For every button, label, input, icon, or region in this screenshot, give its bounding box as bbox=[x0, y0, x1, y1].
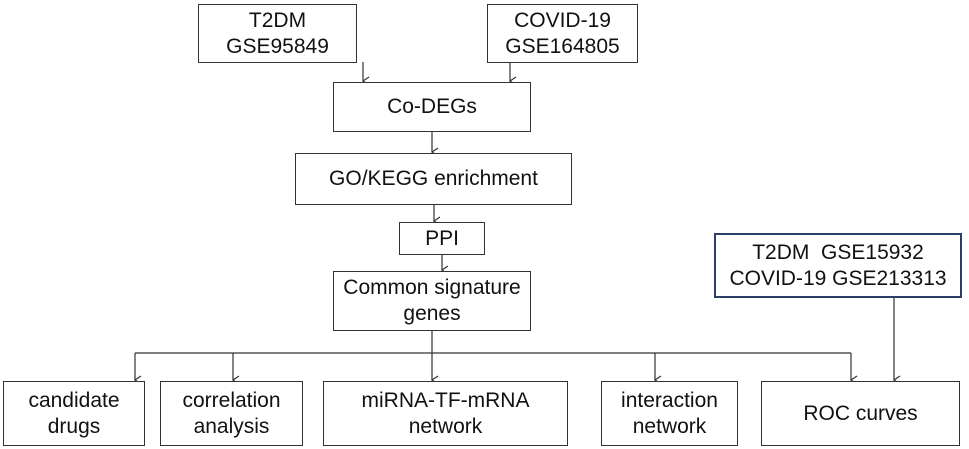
validation-line2: COVID-19 GSE213313 bbox=[729, 266, 947, 290]
validation-line1: T2DM GSE15932 bbox=[752, 240, 924, 264]
drugs-line1: candidate bbox=[28, 388, 120, 412]
interaction-line1: interaction bbox=[621, 388, 718, 412]
correlation-line2: analysis bbox=[193, 414, 270, 438]
interaction-line2: network bbox=[632, 414, 707, 438]
enrichment-box: GO/KEGG enrichment bbox=[295, 153, 572, 205]
drugs-line2: drugs bbox=[47, 414, 101, 438]
t2dm-accession: GSE95849 bbox=[226, 34, 329, 58]
ppi-box: PPI bbox=[399, 222, 485, 255]
signature-genes-box: Common signature genes bbox=[333, 271, 531, 331]
covid-dataset-box: COVID-19 GSE164805 bbox=[487, 4, 638, 63]
ppi-label: PPI bbox=[425, 226, 459, 250]
t2dm-dataset-box: T2DM GSE95849 bbox=[198, 4, 357, 63]
correlation-analysis-box: correlation analysis bbox=[160, 381, 303, 446]
candidate-drugs-box: candidate drugs bbox=[3, 381, 145, 446]
mirna-tf-mrna-network-box: miRNA-TF-mRNA network bbox=[323, 381, 568, 446]
mirna-line2: network bbox=[408, 414, 483, 438]
interaction-network-box: interaction network bbox=[601, 381, 738, 446]
enrichment-label: GO/KEGG enrichment bbox=[329, 167, 538, 190]
covid-label: COVID-19 bbox=[514, 8, 611, 32]
roc-label: ROC curves bbox=[803, 401, 918, 425]
t2dm-label: T2DM bbox=[248, 8, 307, 32]
roc-curves-box: ROC curves bbox=[761, 381, 960, 446]
co-degs-box: Co-DEGs bbox=[333, 82, 531, 132]
covid-accession: GSE164805 bbox=[505, 34, 620, 58]
mirna-line1: miRNA-TF-mRNA bbox=[361, 388, 530, 412]
signature-line2: genes bbox=[403, 302, 461, 325]
co-degs-label: Co-DEGs bbox=[387, 95, 477, 118]
correlation-line1: correlation bbox=[182, 388, 281, 412]
signature-line1: Common signature bbox=[343, 276, 521, 299]
validation-datasets-box: T2DM GSE15932 COVID-19 GSE213313 bbox=[714, 233, 962, 298]
